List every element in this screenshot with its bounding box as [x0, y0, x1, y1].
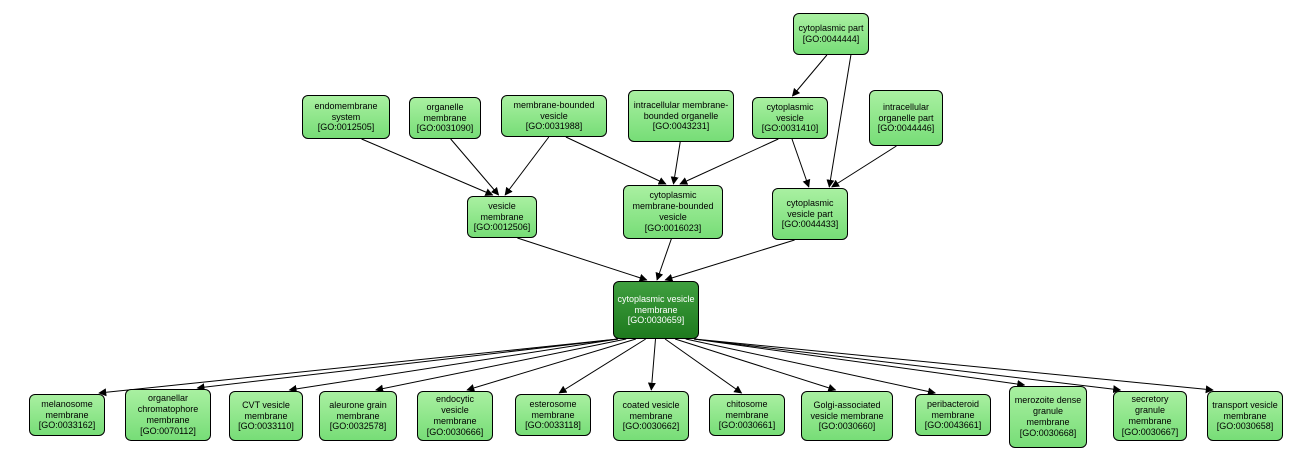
go-term-node[interactable]: aleurone grain membrane[GO:0032578]	[319, 391, 397, 441]
go-term-name: peribacteroid membrane	[926, 398, 980, 420]
go-term-name: endomembrane system	[314, 100, 378, 122]
go-term-name: secretory granule membrane	[1128, 394, 1172, 426]
go-term-node[interactable]: vesicle membrane[GO:0012506]	[467, 196, 537, 238]
go-term-name: membrane-bounded vesicle	[513, 99, 595, 121]
go-term-node[interactable]: chitosome membrane[GO:0030661]	[709, 394, 785, 436]
go-term-node[interactable]: transport vesicle membrane[GO:0030658]	[1207, 391, 1283, 441]
go-term-node[interactable]: organelle membrane[GO:0031090]	[409, 97, 481, 139]
relationship-edge	[685, 338, 936, 396]
go-term-node[interactable]: intracellular membrane-bounded organelle…	[628, 90, 734, 142]
relationship-edge	[831, 145, 897, 188]
go-term-node[interactable]: cytoplasmic vesicle part[GO:0044433]	[772, 188, 848, 240]
go-term-node[interactable]: esterosome membrane[GO:0033118]	[515, 394, 591, 436]
relationship-edge	[670, 141, 681, 185]
go-term-name: vesicle membrane	[480, 200, 524, 222]
go-term-name: cytoplasmic vesicle membrane	[617, 293, 695, 315]
go-term-name: cytoplasmic vesicle part	[786, 197, 834, 219]
go-term-name: organellar chromatophore membrane	[137, 393, 199, 425]
go-term-name: cytoplasmic vesicle	[766, 101, 814, 123]
go-term-id: [GO:0030661]	[718, 420, 776, 431]
relationship-edge	[679, 138, 779, 185]
relationship-edge	[664, 239, 795, 282]
go-term-node[interactable]: membrane-bounded vesicle[GO:0031988]	[501, 95, 607, 137]
go-term-name: intracellular organelle part	[878, 101, 934, 123]
go-term-name: Golgi-associated vesicle membrane	[810, 399, 884, 421]
go-term-id: [GO:0031988]	[525, 121, 583, 132]
go-term-id: [GO:0031410]	[761, 123, 819, 134]
go-term-name: CVT vesicle membrane	[242, 399, 290, 421]
relationship-edge	[693, 338, 1026, 388]
relationship-edge	[196, 338, 619, 392]
relationship-edge	[565, 136, 667, 185]
go-term-id: [GO:0043661]	[924, 420, 982, 431]
go-term-name: coated vesicle membrane	[622, 399, 680, 421]
relationship-edge	[361, 138, 494, 196]
go-term-id: [GO:0031090]	[416, 123, 474, 134]
go-term-node[interactable]: Golgi-associated vesicle membrane[GO:003…	[801, 391, 893, 441]
go-term-node[interactable]: CVT vesicle membrane[GO:0033110]	[229, 391, 303, 441]
relationship-edge	[375, 338, 627, 393]
go-term-name: merozoite dense granule membrane	[1014, 395, 1082, 427]
go-term-name: intracellular membrane-bounded organelle	[633, 99, 729, 121]
relationship-edge	[288, 338, 619, 393]
relationship-edge	[647, 338, 656, 391]
go-term-id: [GO:0033162]	[38, 420, 96, 431]
go-term-node[interactable]: intracellular organelle part[GO:0044446]	[869, 90, 943, 146]
go-term-id: [GO:0033110]	[238, 421, 294, 432]
go-term-node[interactable]: secretory granule membrane[GO:0030667]	[1113, 391, 1187, 441]
go-term-name: esterosome membrane	[529, 398, 577, 420]
relationship-edge	[664, 338, 743, 394]
go-term-id: [GO:0030659]	[627, 315, 685, 326]
go-term-id: [GO:0033118]	[525, 420, 581, 431]
go-term-name: melanosome membrane	[41, 398, 93, 420]
go-term-id: [GO:0043231]	[652, 121, 710, 132]
relationship-edge	[504, 136, 550, 196]
go-term-id: [GO:0012506]	[473, 222, 531, 233]
go-term-id: [GO:0070112]	[140, 425, 196, 436]
go-term-id: [GO:0030668]	[1019, 427, 1077, 438]
go-term-node[interactable]: endomembrane system[GO:0012505]	[302, 95, 390, 139]
go-term-id: [GO:0044444]	[802, 34, 860, 44]
relationship-edge	[693, 338, 1214, 394]
relationship-edge	[791, 138, 811, 188]
go-term-name: chitosome membrane	[725, 398, 769, 420]
go-term-name: transport vesicle membrane	[1212, 399, 1278, 421]
go-term-node[interactable]: cytoplasmic part[GO:0044444]	[793, 13, 869, 55]
go-term-name: cytoplasmic part	[798, 23, 864, 34]
go-term-node[interactable]: cytoplasmic vesicle[GO:0031410]	[752, 97, 828, 139]
go-term-id: [GO:0032578]	[329, 421, 387, 432]
go-term-node[interactable]: endocytic vesicle membrane[GO:0030666]	[417, 391, 493, 441]
relationship-edge	[674, 338, 837, 392]
relationship-edge	[693, 338, 1122, 394]
go-term-node-focus[interactable]: cytoplasmic vesicle membrane[GO:0030659]	[613, 281, 699, 339]
go-term-node[interactable]: organellar chromatophore membrane[GO:007…	[125, 389, 211, 441]
go-term-node[interactable]: cytoplasmic membrane-bounded vesicle[GO:…	[623, 185, 723, 239]
go-term-id: [GO:0016023]	[644, 222, 702, 233]
go-term-name: aleurone grain membrane	[329, 399, 387, 421]
go-term-id: [GO:0012505]	[317, 122, 375, 133]
relationship-edge	[450, 138, 500, 196]
go-term-name: endocytic vesicle membrane	[433, 394, 477, 426]
go-term-id: [GO:0030666]	[426, 426, 484, 437]
go-term-name: organelle membrane	[423, 101, 467, 123]
go-term-id: [GO:0030658]	[1216, 421, 1274, 432]
go-term-name: cytoplasmic membrane-bounded vesicle	[632, 190, 714, 222]
relationship-edge	[466, 338, 637, 392]
go-term-id: [GO:0044433]	[781, 219, 839, 230]
relationship-edge	[655, 238, 672, 281]
go-term-node[interactable]: melanosome membrane[GO:0033162]	[29, 394, 105, 436]
relationship-edge	[98, 338, 619, 397]
go-term-node[interactable]: coated vesicle membrane[GO:0030662]	[613, 391, 689, 441]
go-term-id: [GO:0044446]	[877, 123, 935, 134]
go-term-node[interactable]: peribacteroid membrane[GO:0043661]	[915, 394, 991, 436]
relationship-edge	[826, 54, 852, 188]
relationship-edge	[558, 338, 646, 394]
go-term-id: [GO:0030667]	[1121, 426, 1179, 437]
go-term-node[interactable]: merozoite dense granule membrane[GO:0030…	[1009, 386, 1087, 448]
go-term-id: [GO:0030662]	[622, 421, 680, 432]
go-term-id: [GO:0030660]	[818, 421, 876, 432]
relationship-edge	[517, 237, 648, 282]
relationship-edge	[791, 54, 828, 97]
